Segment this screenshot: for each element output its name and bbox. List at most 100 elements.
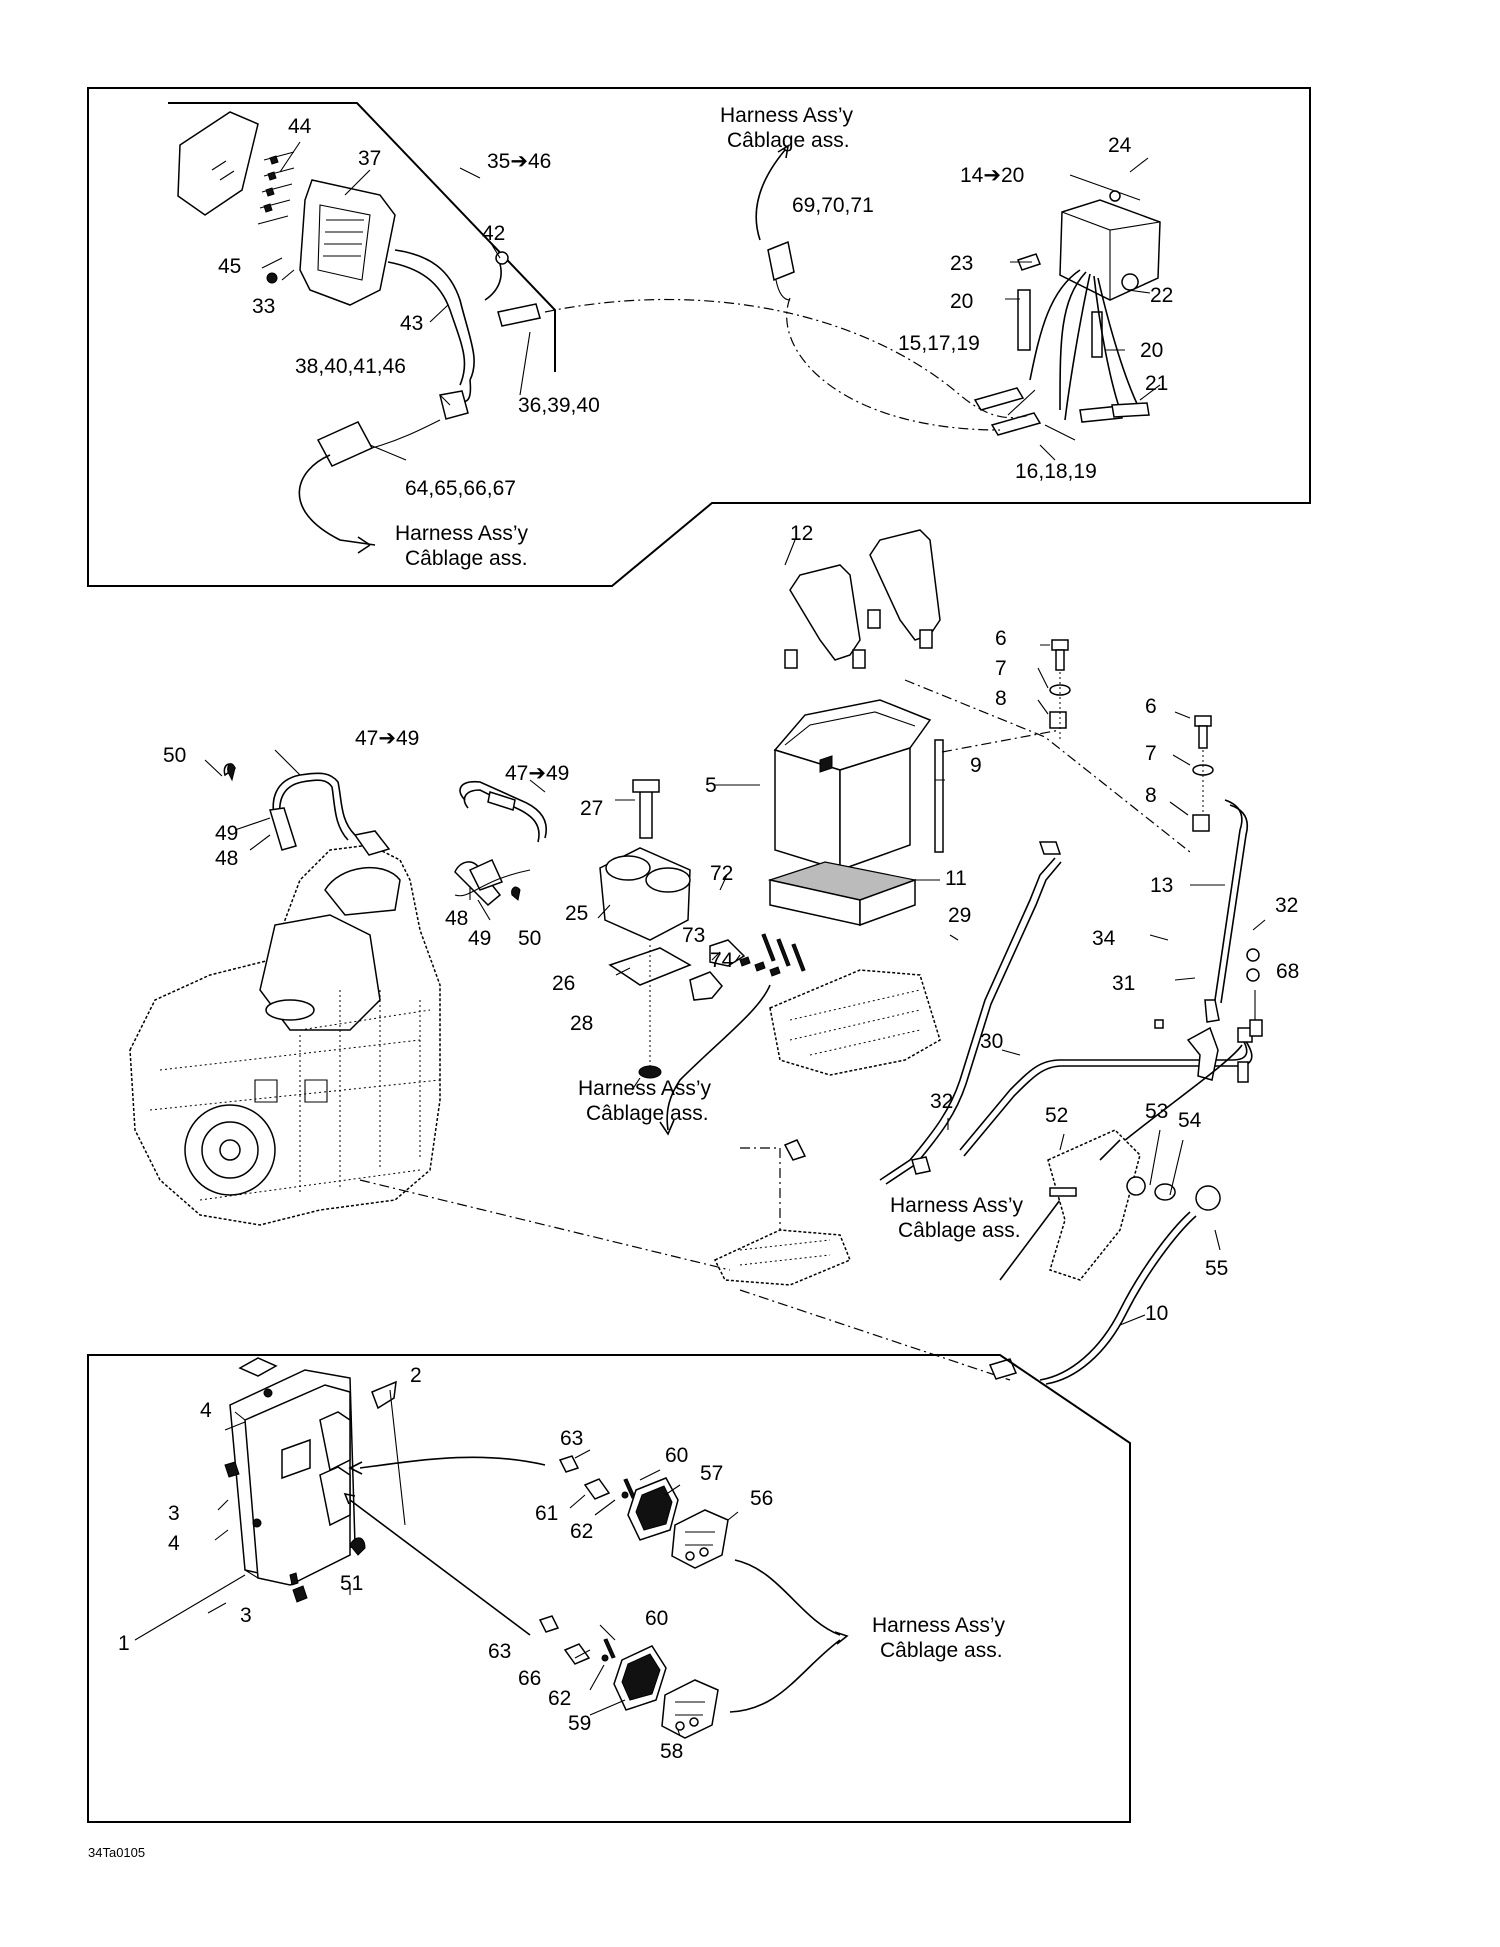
callout: 49 [468,927,491,950]
harness-label-line2: Câblage ass. [880,1639,1003,1662]
callout: 59 [568,1712,591,1735]
callout: 7 [995,657,1007,680]
engine [129,844,441,1226]
callout: 69,70,71 [792,194,874,217]
callout: 20 [950,290,973,313]
callout: 21 [1145,372,1168,395]
callout: 22 [1150,284,1173,307]
callout: 4 [168,1532,180,1555]
callout: 49 [215,822,238,845]
harness-label-line1: Harness Ass’y [720,104,854,127]
callout: 2 [410,1364,422,1387]
callout: 4 [200,1399,212,1422]
callout: 63 [560,1427,583,1450]
callout: 53 [1145,1100,1168,1123]
callout: 23 [950,252,973,275]
callout: 25 [565,902,588,925]
ignition-coil-25 [599,779,806,1136]
callout: 48 [215,847,238,870]
callout: 15,17,19 [898,332,980,355]
callout: 28 [570,1012,593,1035]
callout: 60 [645,1607,668,1630]
harness-label-top: Harness Ass’y Câblage ass. [720,104,854,152]
callout: 45 [218,255,241,278]
callout: 36,39,40 [518,394,600,417]
callout: 66 [518,1667,541,1690]
callout: 51 [340,1572,363,1595]
callout: 32 [930,1090,953,1113]
callout: 10 [1145,1302,1168,1325]
callout: 8 [995,687,1007,710]
callout: 47➔49 [505,762,569,785]
callout: 48 [445,907,468,930]
callout: 7 [1145,742,1157,765]
callout: 3 [168,1502,180,1525]
harness-label-line2: Câblage ass. [727,129,850,152]
callout: 64,65,66,67 [405,477,516,500]
harness-label-line1: Harness Ass’y [890,1194,1024,1217]
callout: 14➔20 [960,164,1024,187]
callout: 12 [790,522,813,545]
harness-label-mid: Harness Ass’y Câblage ass. [578,1077,712,1125]
plug-wires [223,763,547,907]
callout: 35➔46 [487,150,551,173]
harness-label-line1: Harness Ass’y [578,1077,712,1100]
callout-labels: 44 37 35➔46 42 45 33 43 38,40,41,46 36,3… [118,115,1299,1763]
callout: 9 [970,754,982,777]
callout: 27 [580,797,603,820]
callout: 5 [705,774,717,797]
fuse-box-37 [177,111,541,467]
callout: 72 [710,862,733,885]
harness-label-line1: Harness Ass’y [395,522,529,545]
bottom-panel [87,1354,1131,1823]
callout: 73 [682,924,705,947]
harness-label-line1: Harness Ass’y [872,1614,1006,1637]
battery-5 [767,529,1191,927]
callout: 61 [535,1502,558,1525]
callout: 30 [980,1030,1003,1053]
callout: 16,18,19 [1015,460,1097,483]
harness-label-bottom: Harness Ass’y Câblage ass. [872,1614,1006,1662]
harness-label-line2: Câblage ass. [898,1219,1021,1242]
harness-label-line2: Câblage ass. [586,1102,709,1125]
callout: 52 [1045,1104,1068,1127]
callout: 62 [570,1520,593,1543]
reference-code: 34Ta0105 [88,1845,145,1860]
callout: 42 [482,222,505,245]
callout: 60 [665,1444,688,1467]
callout: 50 [163,744,186,767]
callout: 38,40,41,46 [295,355,406,378]
callout: 63 [488,1640,511,1663]
harness-label-right: Harness Ass’y Câblage ass. [890,1194,1024,1242]
callout: 20 [1140,339,1163,362]
callout: 55 [1205,1257,1228,1280]
callout: 68 [1276,960,1299,983]
callout: 1 [118,1632,130,1655]
callout: 24 [1108,134,1132,157]
callout: 44 [288,115,312,138]
connectors [538,1455,729,1739]
callout: 32 [1275,894,1298,917]
middle-panel [129,529,1266,1385]
callout: 37 [358,147,381,170]
callout: 62 [548,1687,571,1710]
callout: 3 [240,1604,252,1627]
callout: 33 [252,295,275,318]
callout: 50 [518,927,541,950]
callout: 6 [995,627,1007,650]
callout: 58 [660,1740,683,1763]
callout: 54 [1178,1109,1202,1132]
harness-label-left: Harness Ass’y Câblage ass. [395,522,529,570]
harness-label-line2: Câblage ass. [405,547,528,570]
callout: 11 [945,867,967,890]
callout: 13 [1150,874,1173,897]
callout: 43 [400,312,423,335]
callout: 8 [1145,784,1157,807]
callout: 57 [700,1462,723,1485]
callout: 56 [750,1487,773,1510]
callout: 26 [552,972,575,995]
callout: 29 [948,904,971,927]
ecu-1 [224,1357,397,1603]
top-panel [87,87,1311,587]
callout: 74 [710,949,734,972]
